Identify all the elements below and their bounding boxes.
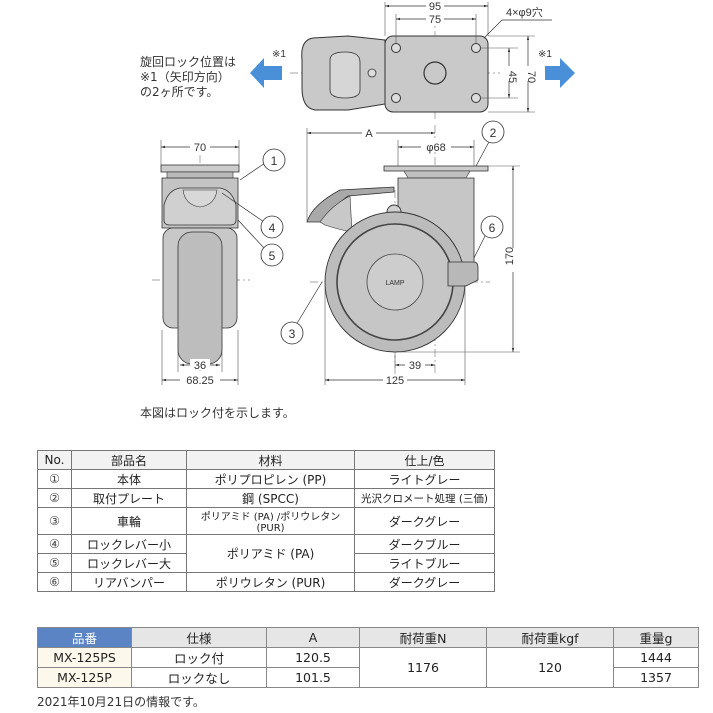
dim-70: 70 xyxy=(525,71,537,83)
note-line-2: ※1（矢印方向） xyxy=(140,70,230,84)
part-finish: ダークグレー xyxy=(354,572,495,592)
col-material: 材料 xyxy=(186,450,355,470)
callout-1: 1 xyxy=(271,154,278,168)
info-date-note: 2021年10月21日の情報です。 xyxy=(37,695,205,709)
table-row: ④ ロックレバー小 ポリアミド (PA) ダークブルー xyxy=(37,534,495,573)
part-material: ポリウレタン (PUR) xyxy=(186,572,355,592)
callouts: 1 4 5 3 2 6 xyxy=(221,120,505,345)
table-row: MX-125PS ロック付 120.5 1176 120 1444 xyxy=(37,647,699,688)
col-finish: 仕上/色 xyxy=(354,450,495,470)
right-arrow-marker: ※1 xyxy=(538,49,552,60)
technical-drawing: ※1 ※1 95 75 45 xyxy=(152,0,575,387)
weight-value: 1444 xyxy=(613,647,699,668)
callout-3: 3 xyxy=(289,327,296,341)
col-load-kgf: 耐荷重kgf xyxy=(486,627,614,648)
col-part-number: 品番 xyxy=(37,627,132,648)
spec-value: ロック付 xyxy=(131,647,267,668)
part-name: 車輪 xyxy=(71,507,187,535)
dim-95: 95 xyxy=(429,1,441,13)
part-finish: ダークブルー xyxy=(354,534,495,554)
part-material: 鋼 (SPCC) xyxy=(186,488,355,508)
callout-2: 2 xyxy=(490,126,497,140)
hole-spec-label: 4×φ9穴 xyxy=(506,5,543,19)
side-view: LAMP A φ68 170 39 125 xyxy=(306,125,520,387)
col-load-n: 耐荷重N xyxy=(359,627,487,648)
dim-125: 125 xyxy=(386,375,404,387)
weight-value: 1357 xyxy=(613,667,699,688)
callout-6: 6 xyxy=(489,221,496,235)
dim-45: 45 xyxy=(506,71,518,83)
dim-A: A xyxy=(365,128,373,140)
dim-170: 170 xyxy=(504,247,516,265)
spec-table: 品番 仕様 A 耐荷重N 耐荷重kgf 重量g MX-125PS ロック付 12… xyxy=(37,627,699,688)
part-no: ③ xyxy=(37,507,72,535)
dim-75: 75 xyxy=(429,14,441,26)
part-no: ⑤ xyxy=(37,553,72,573)
table-row: ② 取付プレート 鋼 (SPCC) 光沢クロメート処理 (三価) xyxy=(37,488,495,508)
col-part-name: 部品名 xyxy=(71,450,187,470)
load-kgf-value: 120 xyxy=(486,647,614,688)
part-no: ① xyxy=(37,469,72,489)
callout-5: 5 xyxy=(269,249,276,263)
part-finish: ライトグレー xyxy=(354,469,495,489)
part-number: MX-125PS xyxy=(37,647,132,668)
table-row: ③ 車輪 ポリアミド (PA) /ポリウレタン (PUR) ダークグレー xyxy=(37,507,495,535)
part-material: ポリアミド (PA) /ポリウレタン (PUR) xyxy=(186,507,355,535)
parts-table-header: No. 部品名 材料 仕上/色 xyxy=(37,450,495,470)
load-n-value: 1176 xyxy=(359,647,487,688)
table-row: ① 本体 ポリプロピレン (PP) ライトグレー xyxy=(37,469,495,489)
callout-4: 4 xyxy=(269,221,276,235)
spec-value: ロックなし xyxy=(131,667,267,688)
dim-39: 39 xyxy=(409,360,421,372)
drawing-caption: 本図はロック付を示します。 xyxy=(140,406,295,420)
col-A: A xyxy=(266,627,360,648)
a-value: 101.5 xyxy=(266,667,360,688)
note-line-3: の2ヶ所です。 xyxy=(140,85,219,99)
part-no: ④ xyxy=(37,534,72,554)
col-weight: 重量g xyxy=(613,627,699,648)
dim-68-25: 68.25 xyxy=(186,375,214,387)
part-name: ロックレバー小 xyxy=(71,534,187,554)
dim-phi68: φ68 xyxy=(426,142,445,154)
col-no: No. xyxy=(37,450,72,470)
part-no: ② xyxy=(37,488,72,508)
top-view: ※1 ※1 95 75 45 xyxy=(250,0,575,120)
left-arrow-icon xyxy=(250,58,282,88)
spec-table-header: 品番 仕様 A 耐荷重N 耐荷重kgf 重量g xyxy=(37,627,699,648)
a-value: 120.5 xyxy=(266,647,360,668)
part-name: ロックレバー大 xyxy=(71,553,187,573)
lock-position-note: 旋回ロック位置は ※1（矢印方向） の2ヶ所です。 xyxy=(140,55,236,100)
part-no: ⑥ xyxy=(37,572,72,592)
part-material: ポリプロピレン (PP) xyxy=(186,469,355,489)
right-arrow-icon xyxy=(545,58,575,88)
note-line-1: 旋回ロック位置は xyxy=(140,55,237,69)
part-name: リアバンパー xyxy=(71,572,187,592)
table-row: ⑥ リアバンパー ポリウレタン (PUR) ダークグレー xyxy=(37,572,495,592)
svg-text:LAMP: LAMP xyxy=(385,280,404,287)
part-finish: 光沢クロメート処理 (三価) xyxy=(354,488,495,508)
part-number: MX-125P xyxy=(37,667,132,688)
part-name: 本体 xyxy=(71,469,187,489)
part-name: 取付プレート xyxy=(71,488,187,508)
left-arrow-marker: ※1 xyxy=(272,49,286,60)
front-view: 70 36 68.25 xyxy=(152,140,250,387)
dim-36: 36 xyxy=(194,360,206,372)
part-finish: ライトブルー xyxy=(354,553,495,573)
part-material: ポリアミド (PA) xyxy=(186,534,355,573)
dim-front-70: 70 xyxy=(194,142,206,154)
part-finish: ダークグレー xyxy=(354,507,495,535)
col-spec: 仕様 xyxy=(131,627,267,648)
parts-table: No. 部品名 材料 仕上/色 ① 本体 ポリプロピレン (PP) ライトグレー… xyxy=(37,450,495,592)
table-row: MX-125P ロックなし 101.5 1357 xyxy=(37,667,699,688)
